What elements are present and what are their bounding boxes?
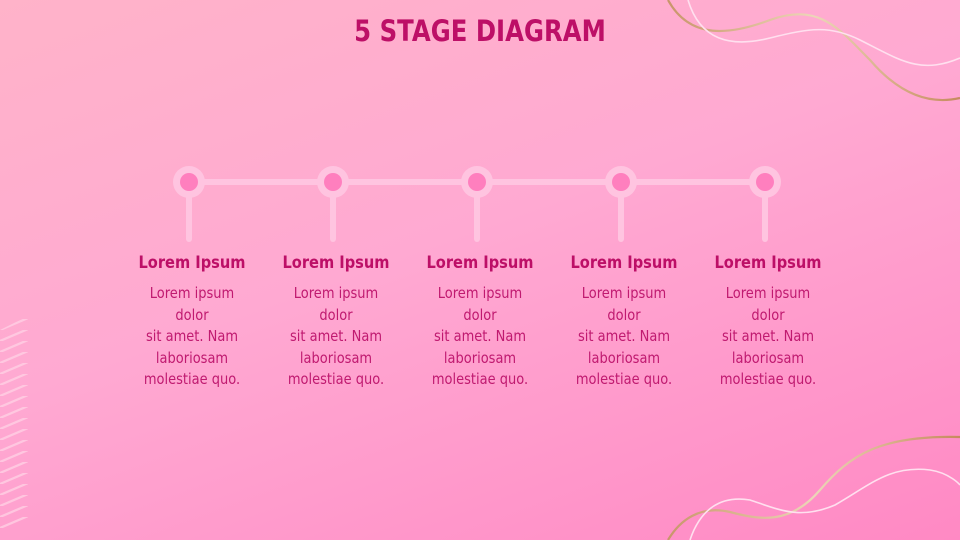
- stage-description: Lorem ipsum dolor sit amet. Nam laborios…: [287, 284, 385, 388]
- top-right-wave-decoration: [667, 0, 960, 102]
- timeline-node-5: [749, 166, 781, 242]
- timeline: [173, 166, 781, 242]
- stage-heading: Lorem Ipsum: [138, 253, 246, 273]
- stage-description: Lorem ipsum dolor sit amet. Nam laborios…: [431, 284, 529, 388]
- stage-heading: Lorem Ipsum: [570, 253, 678, 273]
- diagonal-stripes-decoration: [0, 316, 28, 534]
- timeline-node-4: [605, 166, 637, 242]
- stage-description: Lorem ipsum dolor sit amet. Nam laborios…: [575, 284, 673, 388]
- slide-title: 5 STAGE DIAGRAM: [354, 14, 606, 48]
- timeline-node-3: [461, 166, 493, 242]
- stage-2: Lorem Ipsum Lorem ipsum dolor sit amet. …: [264, 252, 408, 391]
- stage-3: Lorem Ipsum Lorem ipsum dolor sit amet. …: [408, 252, 552, 391]
- stage-4: Lorem Ipsum Lorem ipsum dolor sit amet. …: [552, 252, 696, 391]
- stage-description: Lorem ipsum dolor sit amet. Nam laborios…: [719, 284, 817, 388]
- stage-heading: Lorem Ipsum: [714, 253, 822, 273]
- stage-1: Lorem Ipsum Lorem ipsum dolor sit amet. …: [120, 252, 264, 391]
- stage-description: Lorem ipsum dolor sit amet. Nam laborios…: [143, 284, 241, 388]
- stage-heading: Lorem Ipsum: [426, 253, 534, 273]
- timeline-node-2: [317, 166, 349, 242]
- timeline-node-1: [173, 166, 205, 242]
- stage-heading: Lorem Ipsum: [282, 253, 390, 273]
- stage-5: Lorem Ipsum Lorem ipsum dolor sit amet. …: [696, 252, 840, 391]
- bottom-right-wave-decoration: [667, 435, 960, 540]
